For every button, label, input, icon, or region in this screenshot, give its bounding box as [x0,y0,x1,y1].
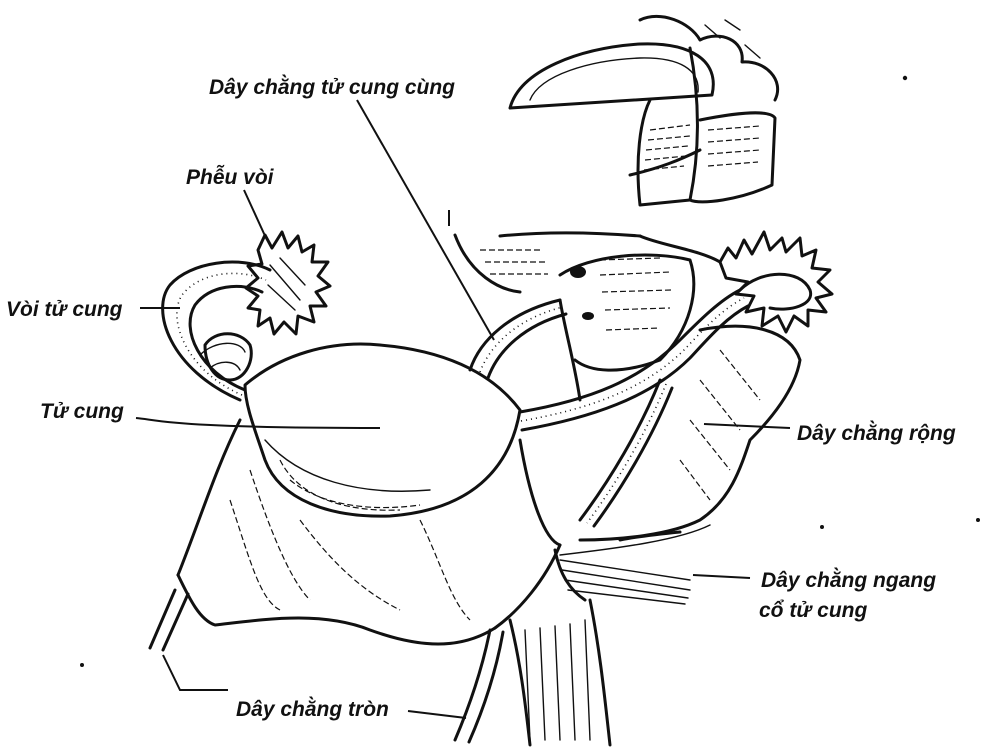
rectum-drawing [510,16,778,205]
leader-round [163,655,228,690]
left-fimbria-drawing [246,232,330,334]
uterosacral-ligament-drawing [470,300,566,378]
leader-round-right [408,711,466,718]
label-uterus: Tử cung [40,400,124,423]
right-tube-drawing [520,290,748,526]
label-round-ligament: Dây chằng tròn [236,698,389,721]
uterus-drawing [245,344,520,516]
leader-broad [704,424,790,428]
pouch-drawing [455,233,720,400]
cardinal-ligament-drawing [555,550,690,604]
label-uterosacral-ligament: Dây chằng tử cung cùng [209,76,455,99]
anatomy-illustration [80,16,980,745]
cervix-vagina-drawing [510,600,610,745]
label-broad-ligament: Dây chằng rộng [797,422,956,445]
leader-cardinal [693,575,750,578]
label-fallopian-tube: Vòi tử cung [6,298,123,321]
label-fimbria: Phễu vòi [186,166,275,189]
right-fimbria-drawing [720,232,832,332]
leader-uterus [136,418,380,428]
label-cardinal-ligament-line2: cổ tử cung [759,599,867,622]
label-cardinal-ligament-line1: Dây chằng ngang [761,569,936,592]
leader-uterosacral [357,100,494,340]
labels: Dây chằng tử cung cùng Phễu vòi Vòi tử c… [6,76,956,721]
leader-fimbria [244,190,266,238]
